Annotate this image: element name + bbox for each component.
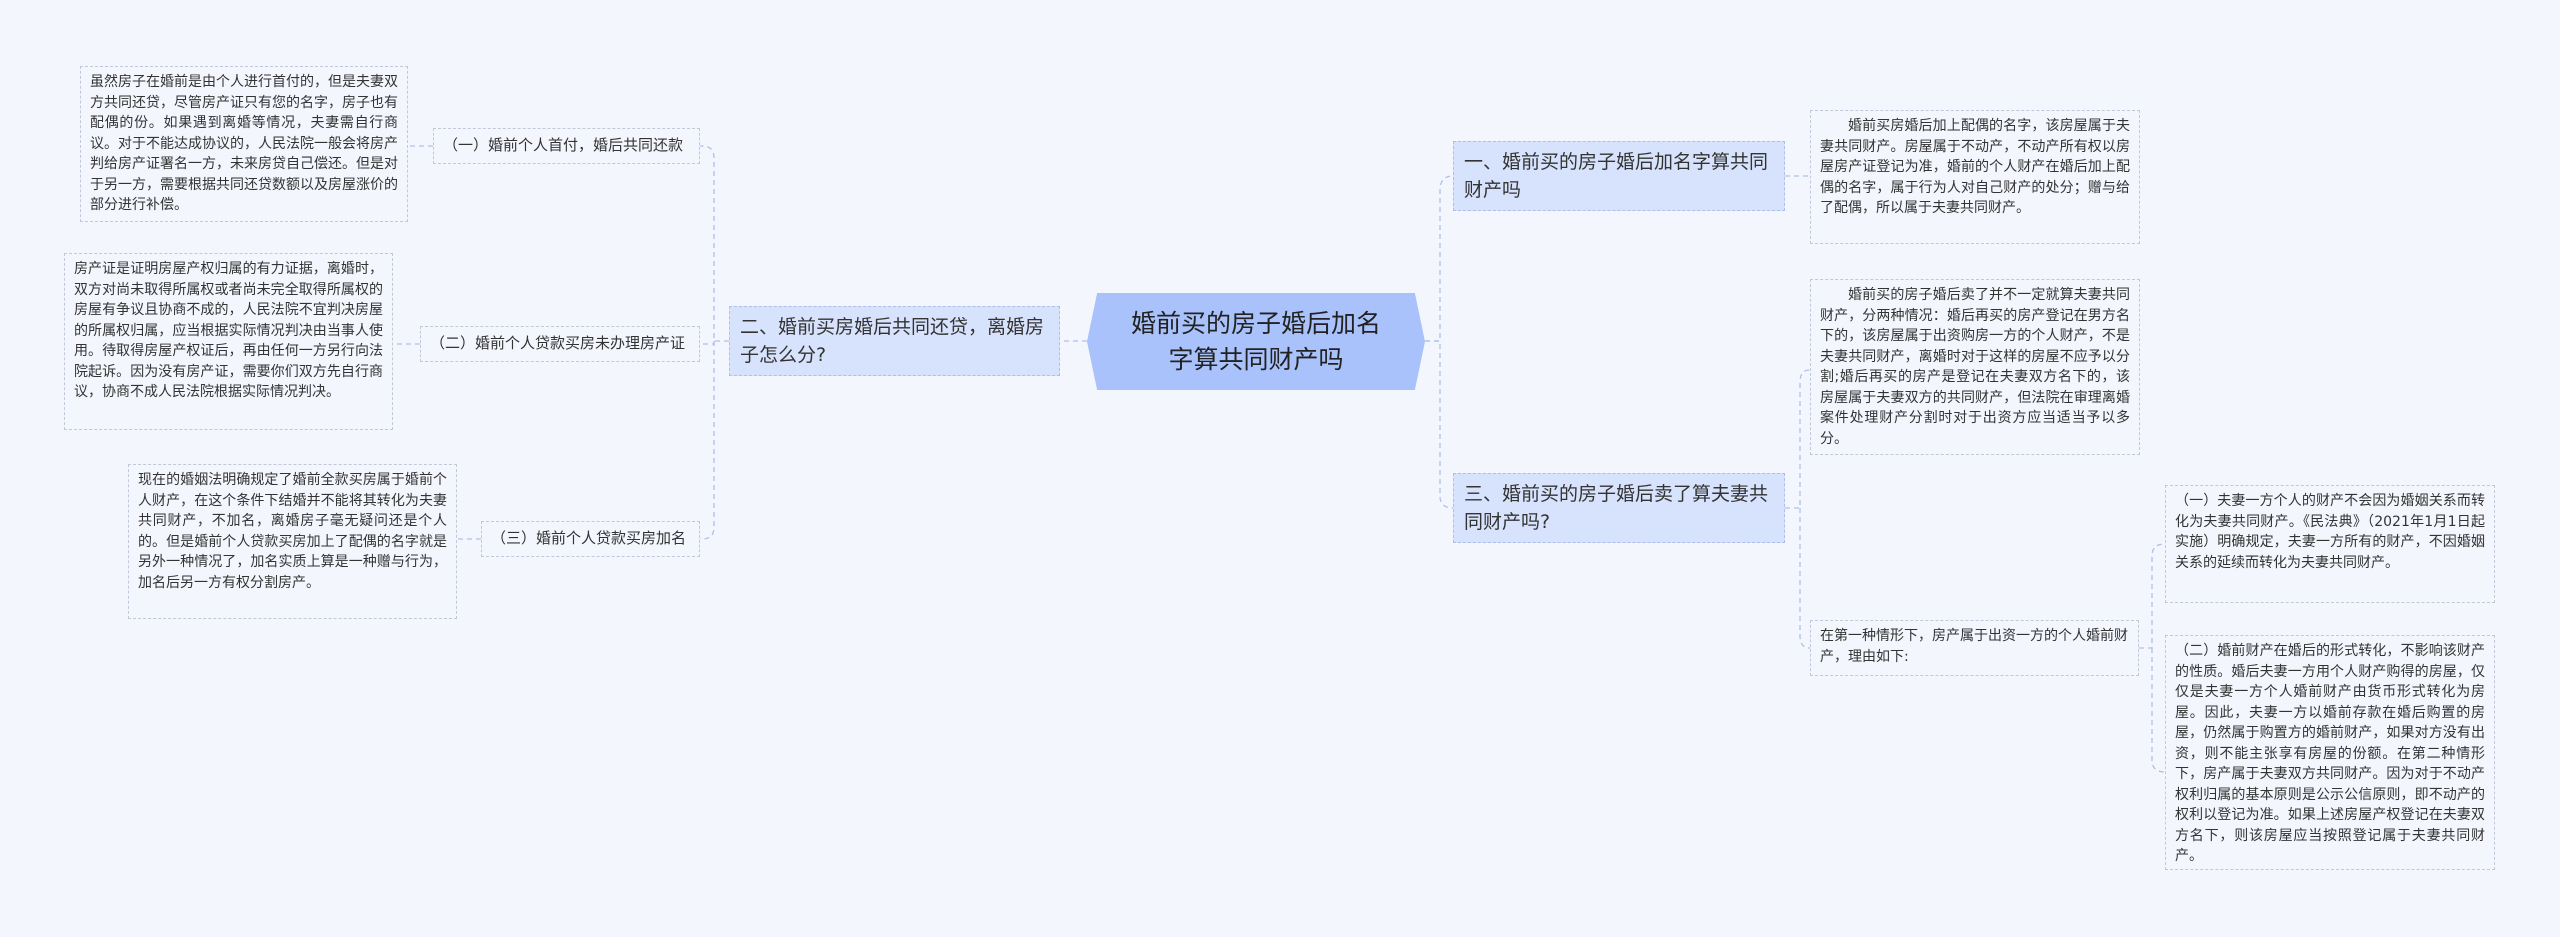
branch-3-node[interactable]: 三、婚前买的房子婚后卖了算夫妻共同财产吗? <box>1453 473 1785 543</box>
branch-3-sub-leaf-2: （二）婚前财产在婚后的形式转化，不影响该财产的性质。婚后夫妻一方用个人财产购得的… <box>2165 635 2495 870</box>
branch-1-leaf: 婚前买房婚后加上配偶的名字，该房屋属于夫妻共同财产。房屋属于不动产，不动产所有权… <box>1810 110 2140 244</box>
branch-3-sub-leaf-2-text: （二）婚前财产在婚后的形式转化，不影响该财产的性质。婚后夫妻一方用个人财产购得的… <box>2175 643 2485 864</box>
branch-2-sub-1-leaf: 虽然房子在婚前是由个人进行首付的，但是夫妻双方共同还贷，尽管房产证只有您的名字，… <box>80 66 408 222</box>
branch-3-sub[interactable]: 在第一种情形下，房产属于出资一方的个人婚前财产，理由如下: <box>1810 620 2139 676</box>
branch-3-title: 三、婚前买的房子婚后卖了算夫妻共同财产吗? <box>1464 483 1769 533</box>
link-branch2-sub3 <box>700 341 715 540</box>
root-node[interactable]: 婚前买的房子婚后加名字算共同财产吗 <box>1087 293 1425 390</box>
branch-2-sub-1-leaf-text: 虽然房子在婚前是由个人进行首付的，但是夫妻双方共同还贷，尽管房产证只有您的名字，… <box>90 74 398 213</box>
link-root-branch1 <box>1425 175 1454 342</box>
branch-3-leaf-top: 婚前买的房子婚后卖了并不一定就算夫妻共同财产，分两种情况：婚后再买的房产登记在男… <box>1810 279 2140 455</box>
link-branch3-sub <box>1799 508 1811 649</box>
branch-2-sub-2[interactable]: （二）婚前个人贷款买房未办理房产证 <box>420 326 700 362</box>
branch-2-sub-2-leaf: 房产证是证明房屋产权归属的有力证据，离婚时，双方对尚未取得所属权或者尚未完全取得… <box>64 253 393 430</box>
link-branch2-subs <box>700 145 729 342</box>
branch-3-leaf-top-text: 婚前买的房子婚后卖了并不一定就算夫妻共同财产，分两种情况：婚后再买的房产登记在男… <box>1820 287 2130 447</box>
link-branch2-sub2 <box>700 341 715 345</box>
branch-1-title: 一、婚前买的房子婚后加名字算共同财产吗 <box>1464 151 1769 201</box>
branch-3-sub-label: 在第一种情形下，房产属于出资一方的个人婚前财产，理由如下: <box>1820 628 2128 665</box>
link-root-branch3 <box>1425 340 1454 509</box>
root-title: 婚前买的房子婚后加名字算共同财产吗 <box>1130 308 1381 374</box>
branch-2-sub-2-label: （二）婚前个人贷款买房未办理房产证 <box>430 334 686 352</box>
branch-2-sub-3-leaf-text: 现在的婚姻法明确规定了婚前全款买房属于婚前个人财产，在这个条件下结婚并不能将其转… <box>138 472 447 591</box>
branch-2-node[interactable]: 二、婚前买房婚后共同还贷，离婚房子怎么分? <box>729 306 1060 376</box>
branch-2-sub-3[interactable]: （三）婚前个人贷款买房加名 <box>481 521 700 557</box>
branch-2-title: 二、婚前买房婚后共同还贷，离婚房子怎么分? <box>740 316 1045 366</box>
branch-1-leaf-text: 婚前买房婚后加上配偶的名字，该房屋属于夫妻共同财产。房屋属于不动产，不动产所有权… <box>1820 118 2130 216</box>
branch-2-sub-1-label: （一）婚前个人首付，婚后共同还款 <box>443 136 684 154</box>
branch-2-sub-1[interactable]: （一）婚前个人首付，婚后共同还款 <box>433 128 700 164</box>
branch-1-node[interactable]: 一、婚前买的房子婚后加名字算共同财产吗 <box>1453 141 1785 211</box>
branch-3-sub-leaf-1-text: （一）夫妻一方个人的财产不会因为婚姻关系而转化为夫妻共同财产。《民法典》（202… <box>2175 493 2485 571</box>
branch-3-sub-leaf-1: （一）夫妻一方个人的财产不会因为婚姻关系而转化为夫妻共同财产。《民法典》（202… <box>2165 485 2495 603</box>
branch-2-sub-3-leaf: 现在的婚姻法明确规定了婚前全款买房属于婚前个人财产，在这个条件下结婚并不能将其转… <box>128 464 457 619</box>
branch-2-sub-3-label: （三）婚前个人贷款买房加名 <box>491 529 687 547</box>
link-sub4-leaf2 <box>2151 648 2166 773</box>
link-sub4-leaves <box>2139 543 2166 649</box>
branch-2-sub-2-leaf-text: 房产证是证明房屋产权归属的有力证据，离婚时，双方对尚未取得所属权或者尚未完全取得… <box>74 261 383 400</box>
link-branch3-children <box>1785 369 1811 509</box>
